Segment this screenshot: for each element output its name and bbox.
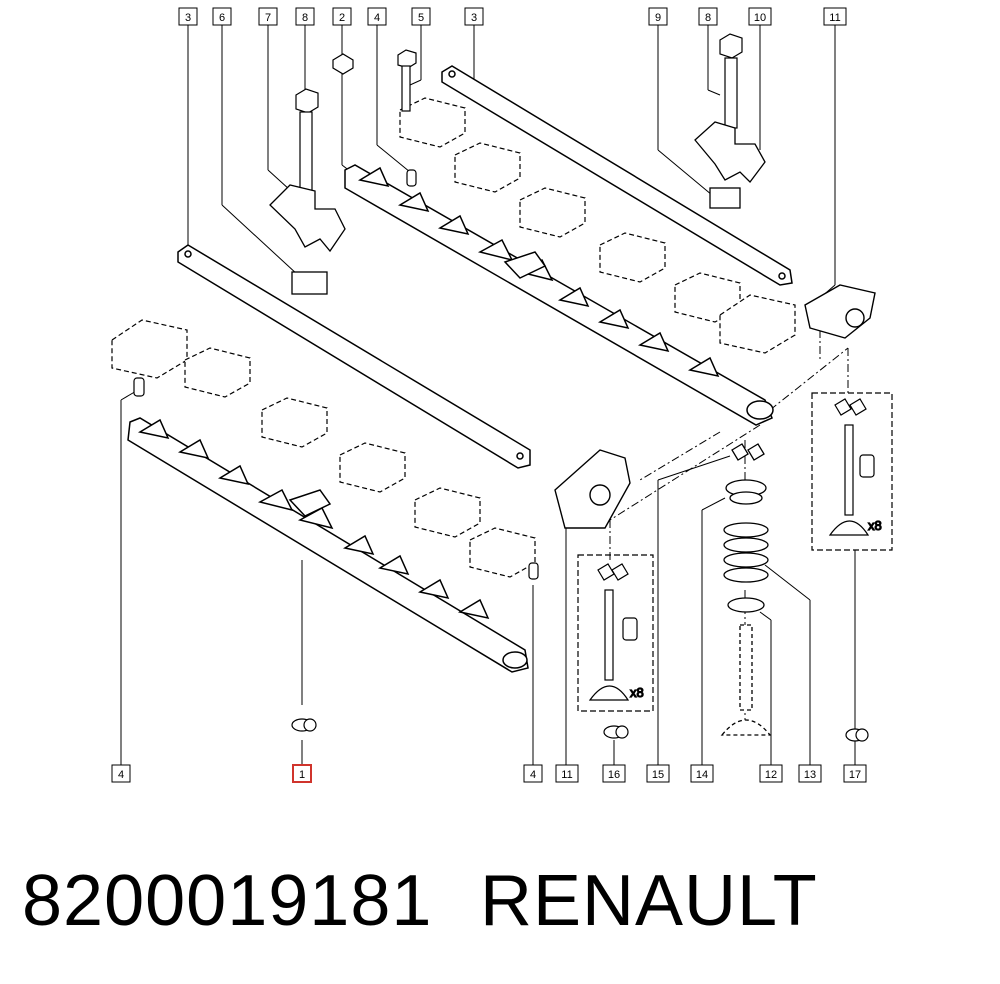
callout-top-11: 11 bbox=[829, 12, 840, 24]
callout-top-5: 4 bbox=[374, 12, 380, 24]
valve-group-right: x8 bbox=[811, 392, 893, 551]
brand-name: RENAULT bbox=[480, 861, 818, 941]
cam-seals bbox=[291, 718, 869, 742]
callout-top-0: 3 bbox=[185, 12, 191, 24]
callout-bottom-9: 17 bbox=[849, 769, 861, 781]
callout-top-4: 2 bbox=[339, 12, 345, 24]
callouts-top: 3 6 7 8 2 4 5 3 9 8 10 11 bbox=[178, 7, 847, 26]
valve-group-left: x8 bbox=[577, 554, 654, 712]
callout-bottom-0: 4 bbox=[118, 769, 124, 781]
cam-bearing-caps bbox=[111, 97, 796, 578]
multiplier-exhaust: x8 bbox=[630, 685, 644, 700]
camshaft-thrust-housings bbox=[554, 284, 876, 529]
callout-top-10: 10 bbox=[754, 12, 766, 24]
callout-top-2: 7 bbox=[265, 12, 271, 24]
part-number: 8200019181 bbox=[22, 861, 433, 941]
exploded-parts-diagram: x8 x8 3 6 7 8 2 4 5 3 9 8 10 1 bbox=[111, 7, 893, 783]
callout-bottom-7: 12 bbox=[765, 769, 777, 781]
callouts-bottom: 4 1 4 11 16 15 14 12 13 17 bbox=[111, 764, 867, 783]
footer: 8200019181 RENAULT bbox=[22, 858, 982, 948]
callout-bottom-8: 13 bbox=[804, 769, 816, 781]
rocker-shafts bbox=[177, 65, 793, 469]
callout-bottom-4: 16 bbox=[608, 769, 620, 781]
callout-top-3: 8 bbox=[302, 12, 308, 24]
callout-top-8: 9 bbox=[655, 12, 661, 24]
callout-top-7: 3 bbox=[471, 12, 477, 24]
intake-camshaft bbox=[127, 417, 529, 673]
dowel-pins bbox=[133, 169, 539, 580]
callout-bottom-5: 15 bbox=[652, 769, 664, 781]
callout-bottom-2: 4 bbox=[530, 769, 536, 781]
callout-bottom-6: 14 bbox=[696, 769, 708, 781]
multiplier-intake: x8 bbox=[868, 518, 882, 533]
clamps bbox=[269, 121, 766, 295]
callout-top-6: 5 bbox=[418, 12, 424, 24]
valve-spring-stack bbox=[720, 443, 772, 736]
callout-top-1: 6 bbox=[219, 12, 225, 24]
callout-bottom-1-highlighted: 1 bbox=[299, 769, 305, 781]
callout-bottom-3: 11 bbox=[561, 769, 572, 781]
callout-top-9: 8 bbox=[705, 12, 711, 24]
exhaust-camshaft bbox=[344, 164, 774, 426]
leader-lines bbox=[120, 25, 856, 765]
